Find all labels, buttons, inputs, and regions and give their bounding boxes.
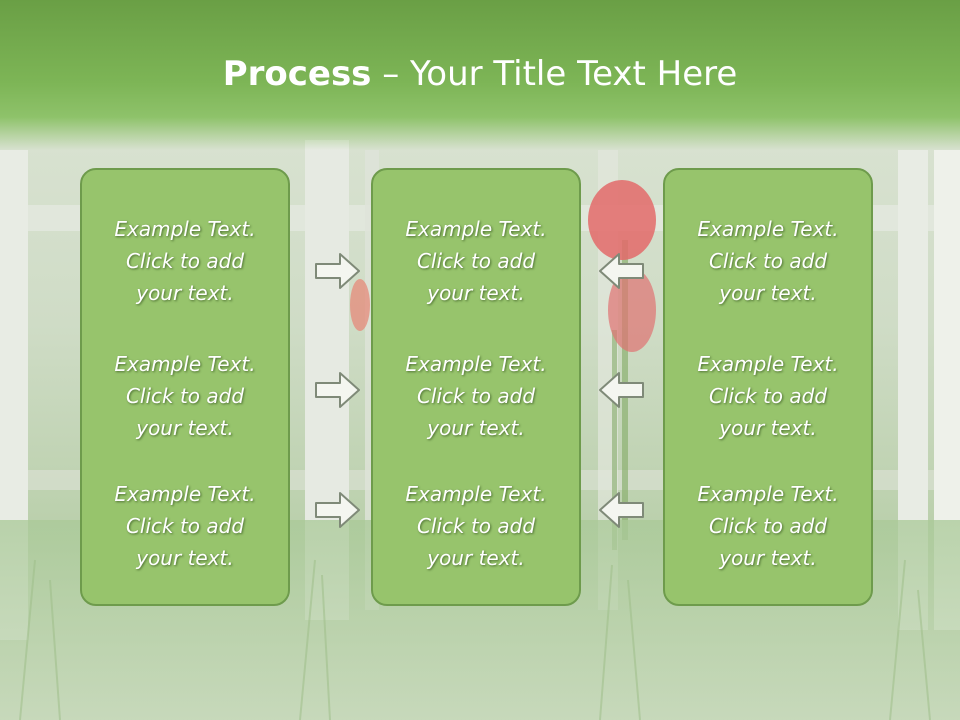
text-line: your text. (427, 416, 525, 440)
slide-title[interactable]: Process – Your Title Text Here (0, 50, 960, 98)
title-bold-text: Process (222, 54, 372, 94)
arrow-right-icon (315, 492, 360, 528)
right-text-panel[interactable]: Example Text. Click to add your text. Ex… (663, 168, 873, 606)
text-line: Example Text. (405, 217, 547, 241)
center-text-panel[interactable]: Example Text. Click to add your text. Ex… (371, 168, 581, 606)
text-block[interactable]: Example Text. Click to add your text. (82, 478, 288, 574)
text-line: Click to add (416, 514, 536, 538)
arrow-right-icon (315, 253, 360, 289)
text-line: Click to add (125, 514, 245, 538)
text-line: Click to add (708, 249, 828, 273)
text-line: Example Text. (114, 217, 256, 241)
text-line: your text. (719, 416, 817, 440)
text-line: your text. (427, 281, 525, 305)
text-line: your text. (719, 546, 817, 570)
text-line: your text. (427, 546, 525, 570)
text-line: Click to add (125, 384, 245, 408)
arrow-right-icon (315, 372, 360, 408)
text-line: your text. (719, 281, 817, 305)
text-block[interactable]: Example Text. Click to add your text. (665, 478, 871, 574)
text-line: Click to add (416, 249, 536, 273)
text-line: Click to add (708, 384, 828, 408)
arrow-left-icon (599, 492, 644, 528)
text-block[interactable]: Example Text. Click to add your text. (373, 478, 579, 574)
text-line: your text. (136, 546, 234, 570)
text-line: Example Text. (697, 217, 839, 241)
text-line: your text. (136, 281, 234, 305)
text-line: your text. (136, 416, 234, 440)
arrow-left-icon (599, 253, 644, 289)
text-line: Example Text. (114, 352, 256, 376)
title-bar (0, 0, 960, 150)
text-block[interactable]: Example Text. Click to add your text. (373, 348, 579, 444)
text-line: Example Text. (697, 352, 839, 376)
text-block[interactable]: Example Text. Click to add your text. (665, 348, 871, 444)
text-line: Example Text. (114, 482, 256, 506)
text-line: Click to add (708, 514, 828, 538)
arrow-left-icon (599, 372, 644, 408)
title-rest-text: – Your Title Text Here (371, 54, 738, 94)
left-text-panel[interactable]: Example Text. Click to add your text. Ex… (80, 168, 290, 606)
text-block[interactable]: Example Text. Click to add your text. (665, 213, 871, 309)
text-block[interactable]: Example Text. Click to add your text. (82, 348, 288, 444)
text-line: Click to add (125, 249, 245, 273)
text-line: Example Text. (697, 482, 839, 506)
text-line: Example Text. (405, 352, 547, 376)
text-line: Example Text. (405, 482, 547, 506)
text-block[interactable]: Example Text. Click to add your text. (373, 213, 579, 309)
text-line: Click to add (416, 384, 536, 408)
text-block[interactable]: Example Text. Click to add your text. (82, 213, 288, 309)
